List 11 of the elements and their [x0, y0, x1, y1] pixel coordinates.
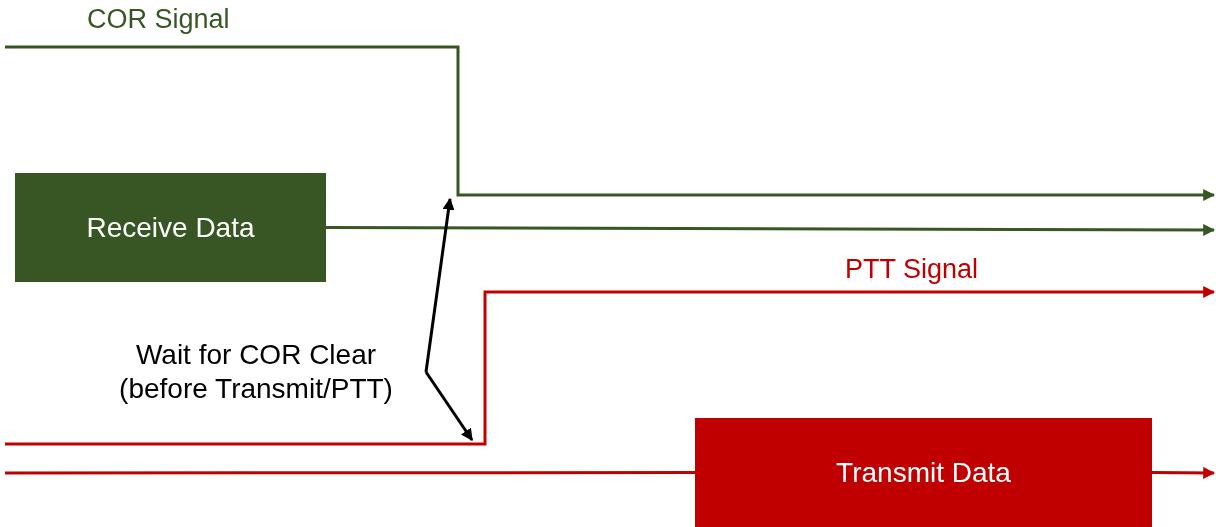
- leader-arrow: [424, 197, 455, 373]
- box-label: Receive Data: [86, 210, 255, 245]
- process-box: [15, 173, 326, 282]
- leader-arrow: [424, 371, 474, 441]
- signal-arrow: [326, 223, 1216, 236]
- signal-arrow: [1152, 466, 1216, 479]
- box-label: Transmit Data: [836, 455, 1011, 490]
- annotation-text: Wait for COR Clear (before Transmit/PTT): [118, 338, 394, 406]
- process-box: [695, 418, 1152, 527]
- signal-label: COR Signal: [87, 4, 230, 35]
- signal-label: PTT Signal: [845, 254, 979, 285]
